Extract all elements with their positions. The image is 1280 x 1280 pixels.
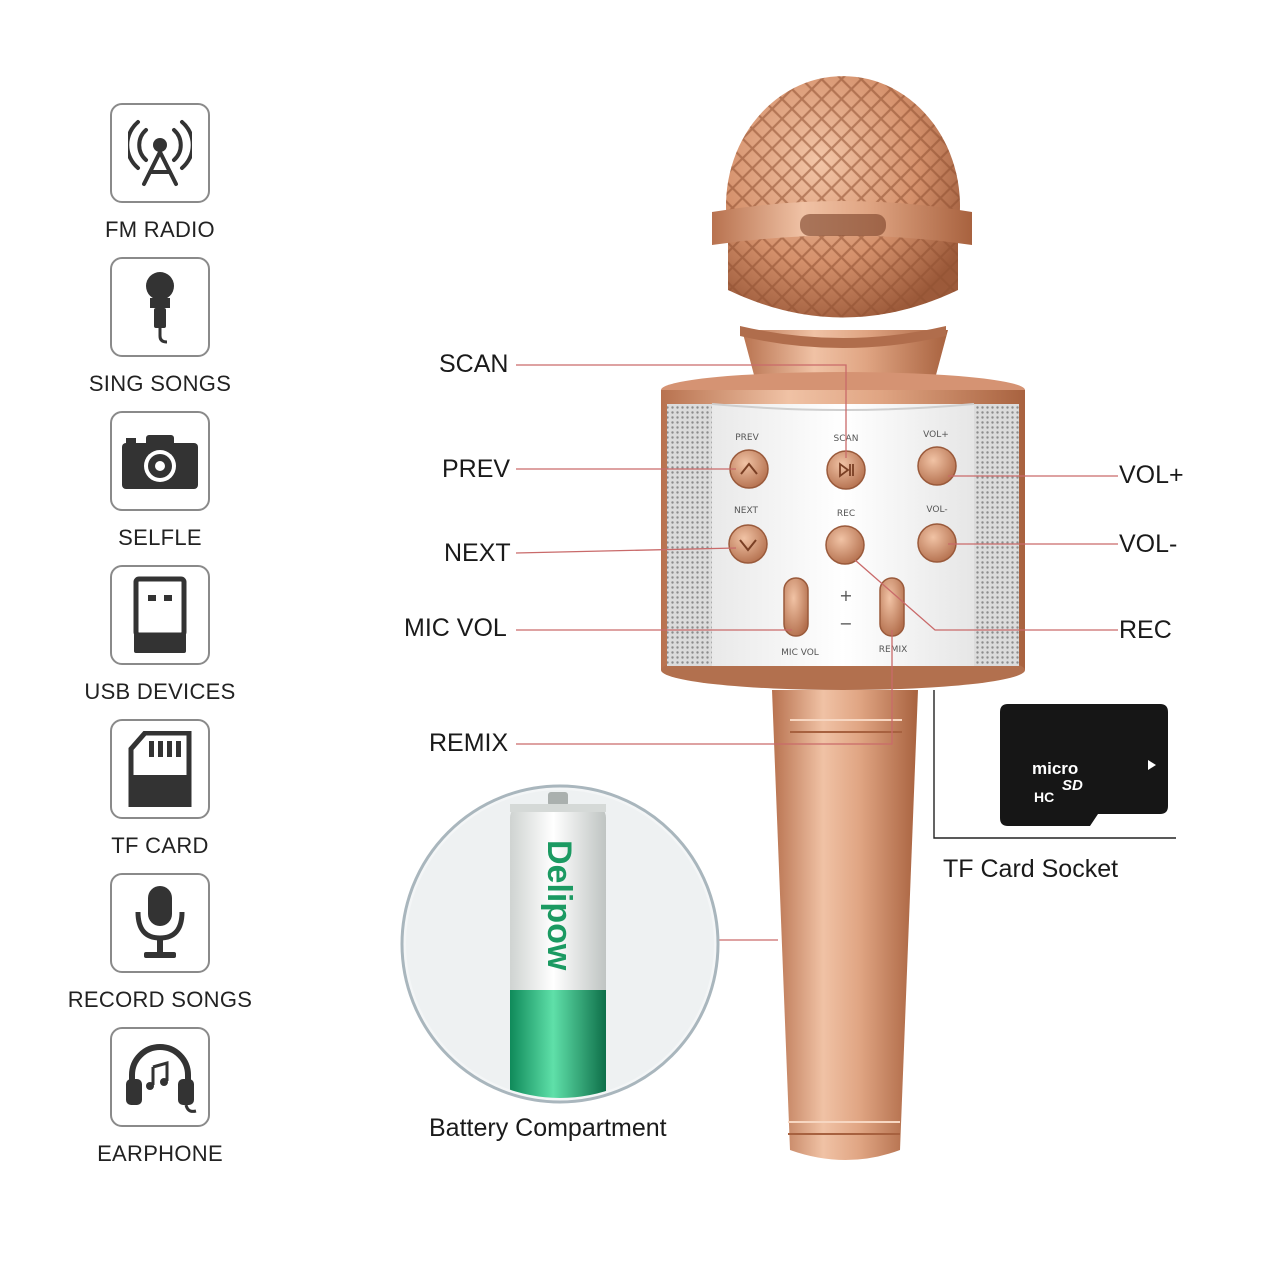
feature-label: SING SONGS xyxy=(88,371,232,396)
remix-slider[interactable] xyxy=(879,577,905,637)
feature-label: USB DEVICES xyxy=(84,679,236,704)
studio-mic-icon xyxy=(135,886,185,958)
callout-vol-up: VOL+ xyxy=(1119,461,1184,489)
feature-box xyxy=(110,103,210,203)
feature-label: EARPHONE xyxy=(97,1141,223,1166)
micro-sd-card: micro SD HC xyxy=(1000,704,1168,826)
next-button[interactable] xyxy=(728,524,768,564)
caption-battery-compartment: Battery Compartment xyxy=(429,1114,667,1142)
feature-box xyxy=(110,1027,210,1127)
vol-down-button[interactable] xyxy=(917,523,957,563)
callout-vol-down: VOL- xyxy=(1119,530,1178,558)
callout-mic-vol: MIC VOL xyxy=(404,614,507,642)
callout-rec: REC xyxy=(1119,616,1172,644)
feature-box xyxy=(110,411,210,511)
panel-label-remix: REMIX xyxy=(879,645,908,655)
feature-label: SELFLE xyxy=(118,525,202,550)
panel-label-next: NEXT xyxy=(734,506,758,516)
tf-socket-bracket xyxy=(933,690,1176,839)
panel-label-vol-down: VOL- xyxy=(926,505,947,515)
mic-handle xyxy=(772,690,918,1160)
usb-icon xyxy=(133,576,187,653)
card-text-micro: micro xyxy=(1032,759,1078,778)
feature-label: RECORD SONGS xyxy=(67,987,253,1012)
callout-scan: SCAN xyxy=(439,350,509,378)
callout-remix: REMIX xyxy=(429,729,509,757)
feature-box xyxy=(110,565,210,665)
panel-label-minus: − xyxy=(839,614,852,633)
feature-sing-songs: SING SONGS xyxy=(60,257,260,397)
feature-label: TF CARD xyxy=(111,833,209,858)
camera-icon xyxy=(122,435,198,489)
card-text-sd: SD xyxy=(1062,777,1083,794)
panel-label-vol-up: VOL+ xyxy=(923,430,949,440)
headphones-icon xyxy=(126,1044,197,1113)
panel-label-rec: REC xyxy=(837,509,855,519)
caption-tf-card-socket: TF Card Socket xyxy=(943,855,1119,883)
card-text-hc: HC xyxy=(1034,789,1054,805)
leader-lines xyxy=(515,364,1118,941)
feature-label: FM RADIO xyxy=(105,217,215,242)
microphone-icon xyxy=(146,272,174,344)
feature-box xyxy=(110,873,210,973)
feature-selfie: SELFLE xyxy=(60,411,260,551)
battery-brand: Delipow xyxy=(540,840,578,971)
feature-fm-radio: FM RADIO xyxy=(60,103,260,243)
panel-label-plus: + xyxy=(839,586,852,605)
mic-head xyxy=(712,76,972,348)
callout-next: NEXT xyxy=(444,539,511,567)
mic-vol-slider[interactable] xyxy=(783,577,809,637)
feature-record-songs: RECORD SONGS xyxy=(60,873,260,1013)
panel-label-mic-vol: MIC VOL xyxy=(781,648,819,658)
sd-card-icon xyxy=(128,731,192,807)
callout-prev: PREV xyxy=(442,455,511,483)
feature-earphone: EARPHONE xyxy=(60,1027,260,1167)
vol-up-button[interactable] xyxy=(917,446,957,486)
feature-box xyxy=(110,719,210,819)
feature-usb: USB DEVICES xyxy=(60,565,260,705)
battery-zoom: Delipow xyxy=(400,784,720,1104)
rec-button[interactable] xyxy=(825,525,865,565)
panel-label-prev: PREV xyxy=(735,433,759,443)
antenna-icon xyxy=(128,120,192,186)
feature-box xyxy=(110,257,210,357)
feature-tf-card: TF CARD xyxy=(60,719,260,859)
